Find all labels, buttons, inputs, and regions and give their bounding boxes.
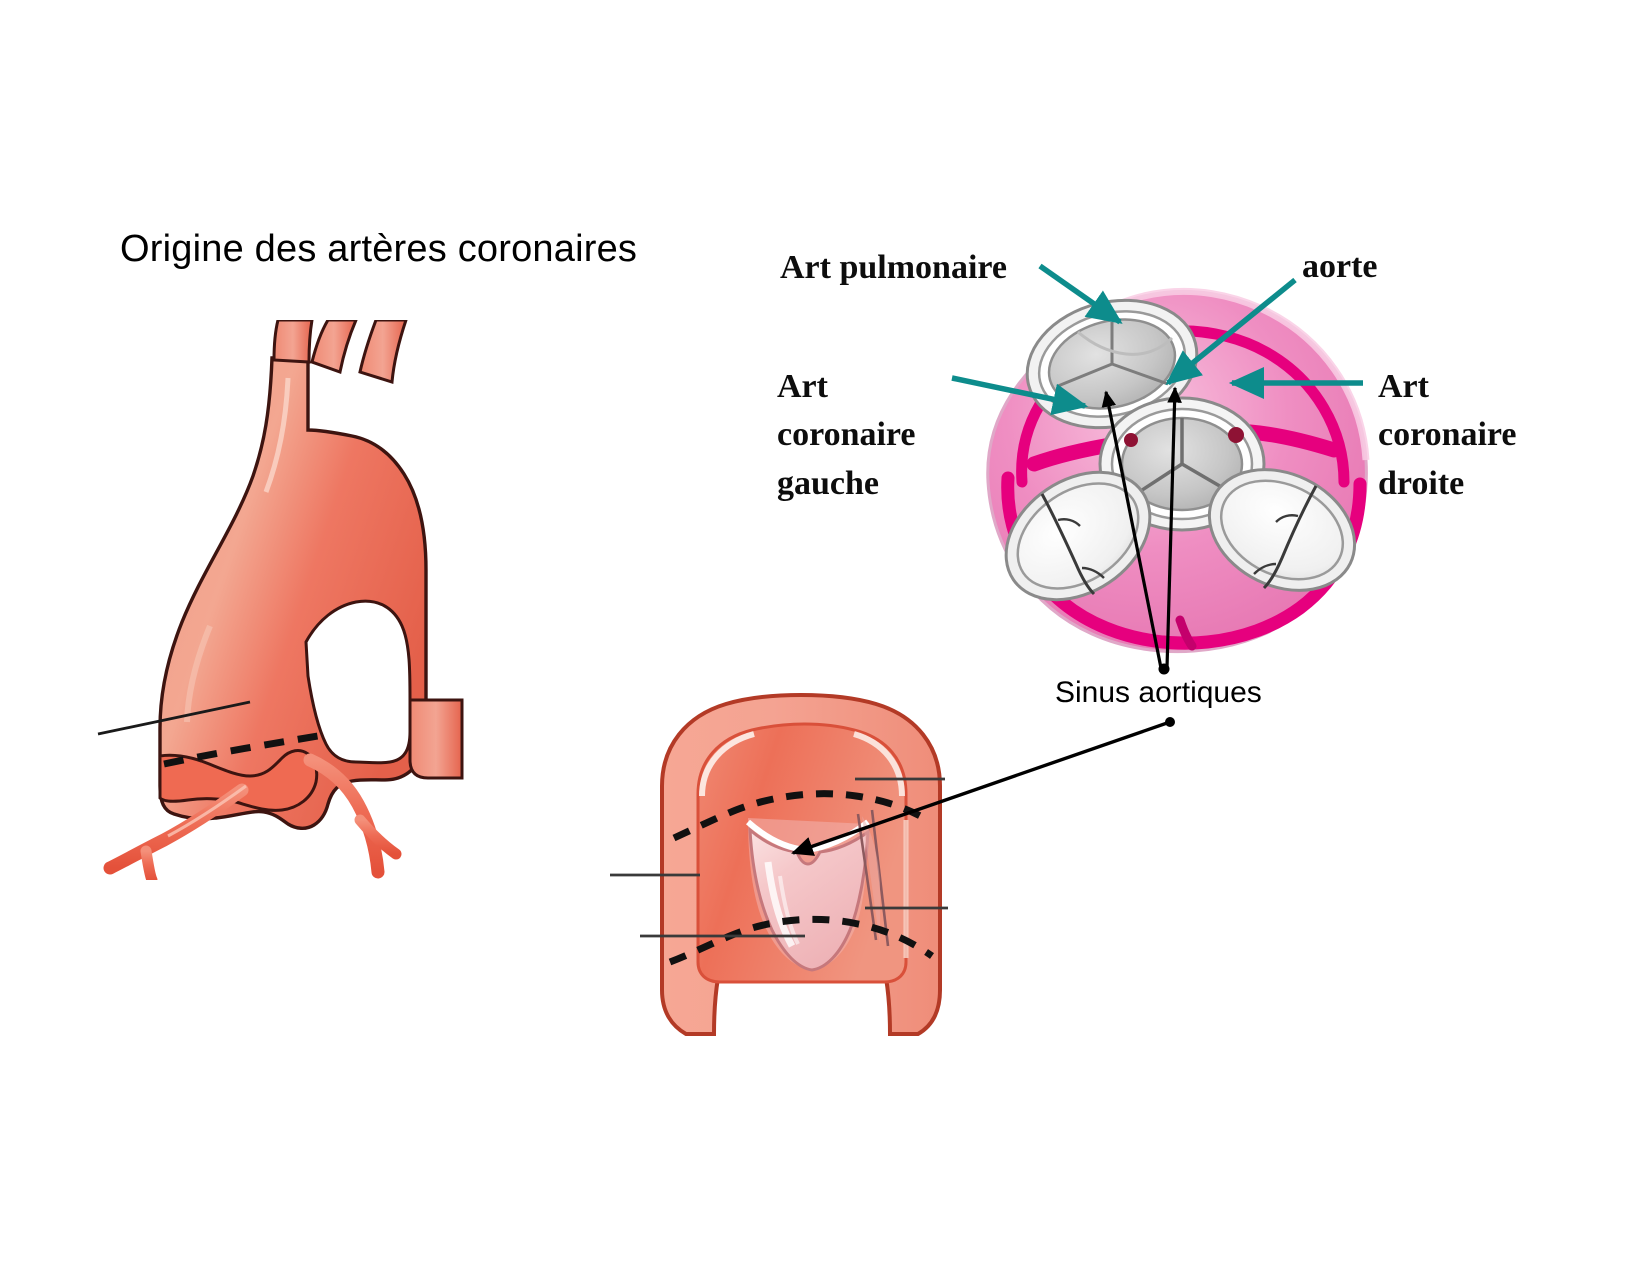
posterior-interventricular-artery	[1175, 615, 1197, 651]
fibrous-skeleton	[986, 289, 1368, 654]
cardiac-valve-plane-illustration	[986, 287, 1370, 654]
descending-aorta	[408, 698, 464, 780]
valve-plane-dashed-line	[163, 732, 319, 768]
right-coronary-ostium	[1228, 427, 1244, 443]
leader-left-coronary	[951, 375, 1089, 416]
annulus-dashed-line	[668, 915, 935, 966]
aortic-arch-illustration	[103, 320, 464, 880]
left-subclavian	[358, 320, 408, 384]
commissure-line-left	[856, 813, 878, 941]
label-aorta: aorte	[1302, 248, 1378, 285]
left-coronary-ostium	[1124, 433, 1138, 447]
leader-arch-unlabeled	[97, 700, 251, 736]
coronary-ring-upper	[1016, 325, 1350, 488]
right-coronary-artery	[303, 753, 385, 879]
aortic-valve	[1098, 396, 1266, 532]
label-right-coronary-artery: Art coronaire droite	[1378, 368, 1517, 502]
leader-pulmonary-artery	[1038, 263, 1123, 325]
left-common-carotid	[310, 320, 358, 374]
aortic-root-sinuses	[158, 749, 319, 812]
commissure-line-right	[870, 809, 890, 947]
left-coronary-artery-trunk	[1026, 436, 1124, 472]
left-coronary-artery	[103, 783, 249, 875]
aortic-lumen	[696, 722, 908, 984]
label-aortic-sinuses: Sinus aortiques	[1055, 676, 1262, 709]
leader-sinus-junction-dot	[1158, 663, 1170, 675]
pulmonary-valve	[1025, 298, 1199, 430]
aortic-valve-cusp	[748, 826, 870, 972]
aortic-wall-outer	[660, 693, 942, 1036]
aortic-sinus-longitudinal-illustration	[660, 693, 942, 1036]
aorta-body	[158, 356, 428, 830]
tricuspid-valve-orifice	[1207, 468, 1357, 592]
leader-aorta	[1165, 277, 1297, 386]
right-coronary-branch	[354, 814, 402, 860]
leader-sinus-to-section	[791, 720, 1171, 856]
mitral-valve-orifice	[1004, 470, 1152, 602]
label-pulmonary-artery: Art pulmonaire	[780, 249, 1007, 286]
arch-inner-lumen	[304, 599, 412, 765]
brachiocephalic-trunk	[272, 320, 314, 364]
label-left-coronary-artery: Art coronaire gauche	[777, 368, 916, 502]
right-coronary-artery-trunk	[1242, 424, 1342, 458]
leader-sinus-left	[1101, 390, 1163, 669]
sinotubular-dashed-line	[672, 790, 926, 842]
coronary-ring-lower	[1001, 471, 1367, 650]
leader-sinus-right	[1165, 386, 1182, 669]
page-title: Origine des artères coronaires	[120, 228, 638, 270]
left-coronary-branch	[140, 845, 158, 880]
aortic-sinus-cavity	[748, 818, 868, 970]
leader-sinus-lower-dot	[1165, 717, 1175, 727]
